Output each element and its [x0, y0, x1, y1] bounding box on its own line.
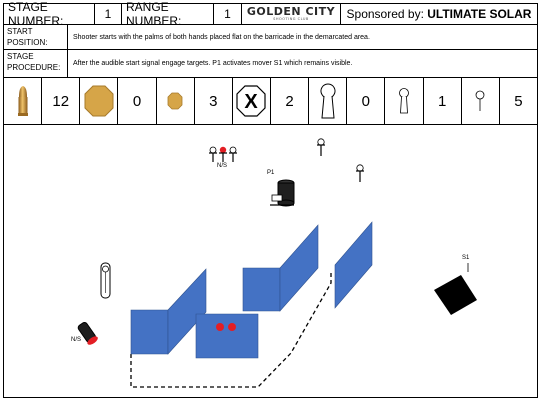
barrier-left-wall [130, 309, 169, 355]
popper-count: 0 [347, 78, 386, 124]
popper-p1 [270, 179, 295, 207]
logo-text: GOLDEN CITY [246, 5, 336, 19]
club-logo: GOLDEN CITY SHOOTING CLUB [242, 4, 341, 24]
barrier-middle-front [195, 313, 259, 359]
plate-target [356, 164, 364, 182]
no-shoot-dot [228, 323, 236, 331]
start-position-label: START POSITION: [4, 25, 68, 49]
plate-target [317, 138, 325, 156]
shooting-area-boundary [130, 270, 332, 388]
no-shoot-dot [216, 323, 224, 331]
start-position-row: START POSITION: Shooter starts with the … [3, 25, 538, 50]
bullet-cell [4, 78, 43, 124]
mini-paper-target-icon [167, 92, 183, 110]
paper-target-count: 0 [118, 78, 157, 124]
svg-text:X: X [245, 91, 259, 113]
plate-rack-with-no-shoot [209, 146, 237, 162]
no-shoot-icon: X [236, 85, 267, 117]
barrier-right-angled-panel [279, 224, 319, 312]
barrier-far-right-panel [334, 221, 373, 309]
plate-cell [462, 78, 500, 124]
p1-label: P1 [267, 170, 275, 176]
no-shoot-count: 2 [271, 78, 310, 124]
mini-popper-count: 1 [424, 78, 462, 124]
range-number-value: 1 [214, 4, 242, 24]
paper-target-cell [80, 78, 119, 124]
no-shoot-label-top: N/S [217, 163, 228, 169]
barrier-right-wall [242, 267, 281, 312]
mover-s1 [434, 275, 477, 315]
mini-paper-target-count: 3 [195, 78, 233, 124]
range-number-label: RANGE NUMBER: [122, 0, 214, 28]
no-shoot-label-left: N/S [71, 337, 82, 343]
stage-number-value: 1 [95, 4, 122, 24]
mini-paper-target-cell [157, 78, 195, 124]
popper-cell [309, 78, 348, 124]
sponsor: Sponsored by: ULTIMATE SOLAR [341, 4, 537, 24]
mini-popper-target [100, 262, 111, 299]
paper-target-icon [84, 85, 114, 117]
barrier-left-angled-panel [167, 268, 207, 355]
no-shoot-cell: X [233, 78, 271, 124]
stage-procedure-text: After the audible start signal engage ta… [73, 60, 353, 67]
stage-procedure-label: STAGE PROCEDURE: [4, 50, 68, 77]
bullet-icon [17, 86, 28, 116]
header-row: STAGE NUMBER: 1 RANGE NUMBER: 1 GOLDEN C… [3, 0, 538, 28]
no-shoot-popper-fallen [77, 321, 98, 345]
mini-popper-icon [399, 88, 409, 114]
stage-diagram: N/S P1 S1 N/S [3, 125, 538, 398]
plate-count: 5 [514, 92, 523, 110]
start-position-text: Shooter starts with the palms of both ha… [73, 33, 370, 41]
stage-procedure-row: STAGE PROCEDURE: After the audible start… [3, 50, 538, 78]
sponsor-label: Sponsored by: [346, 7, 424, 21]
target-count-row: 12 0 3 X 2 0 [3, 78, 538, 125]
plate-icon [475, 90, 485, 111]
sponsor-name: ULTIMATE SOLAR [427, 7, 532, 21]
logo-subtext: SHOOTING CLUB [273, 17, 309, 22]
stage-number-label: STAGE NUMBER: [4, 0, 95, 28]
rounds-count: 12 [42, 78, 81, 124]
popper-icon [320, 83, 336, 119]
mini-popper-cell [385, 78, 424, 124]
s1-label: S1 [462, 255, 470, 261]
